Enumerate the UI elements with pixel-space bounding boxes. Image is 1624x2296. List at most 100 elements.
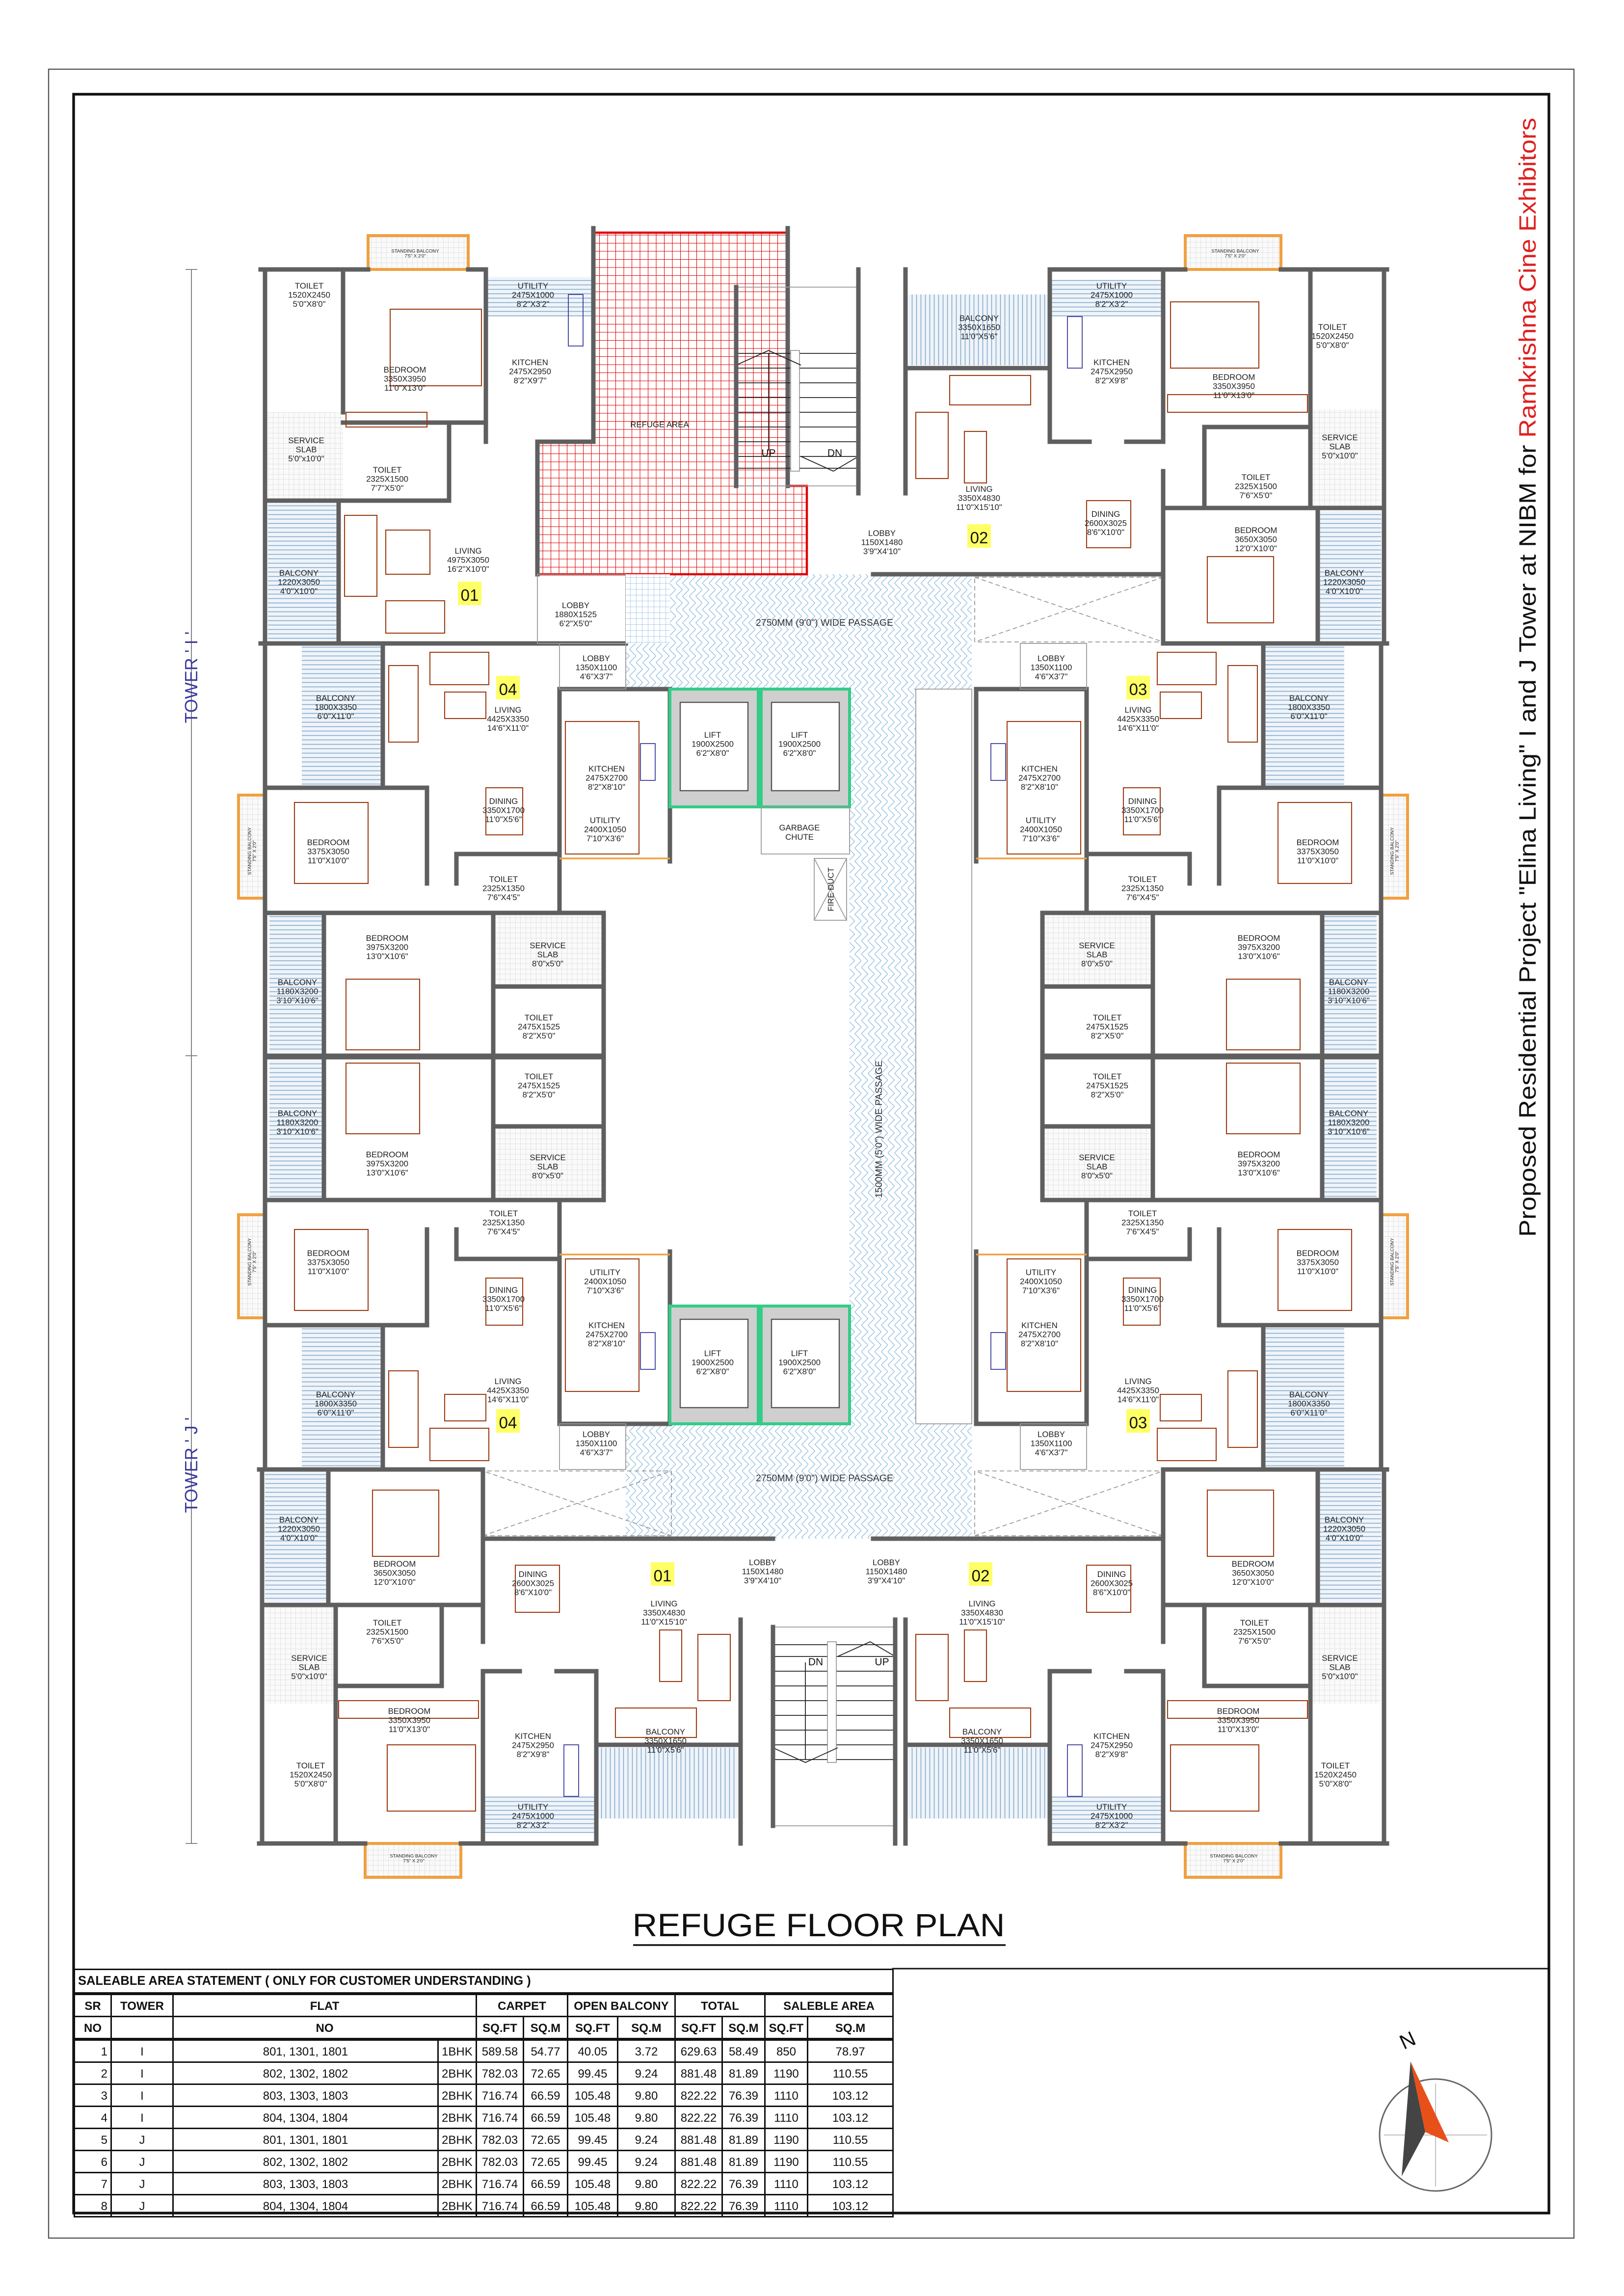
- cell-open-balcony-sqm: 9.80: [617, 2172, 676, 2195]
- room-label-standing-balcony: STANDING BALCONY7'5" X 2'0": [1389, 1238, 1400, 1286]
- cell-flat-type: 2BHK: [437, 2083, 477, 2107]
- cell-open-balcony-sqft: 99.45: [567, 2150, 618, 2173]
- cell-tower: J: [110, 2172, 174, 2195]
- cell-flat-no: 802, 1302, 1802: [172, 2150, 439, 2173]
- header-sqm: SQ.M: [523, 2016, 568, 2041]
- cell-sr-no: 1: [74, 2038, 112, 2063]
- saleable-area-table: SALEABLE AREA STATEMENT ( ONLY FOR CUSTO…: [73, 1969, 894, 2217]
- flat-tag: 01: [458, 581, 482, 605]
- cell-sr-no: 3: [74, 2083, 112, 2107]
- cell-saleable-sqm: 103.12: [806, 2194, 894, 2217]
- room-label-fire-duct: FIRE DUCT: [826, 867, 836, 911]
- cell-open-balcony-sqm: 9.24: [617, 2061, 676, 2085]
- header-sqm: SQ.M: [721, 2016, 766, 2041]
- flat-tag: 02: [967, 524, 991, 548]
- room-label-standing-balcony: STANDING BALCONY7'5" X 2'0": [1389, 827, 1400, 875]
- header-carpet: CARPET: [476, 1993, 568, 2017]
- cell-saleable-sqm: 110.55: [806, 2061, 894, 2085]
- staircase-lower: [773, 1620, 895, 1843]
- project-title: Proposed Residential Project "Elina Livi…: [1515, 118, 1541, 1237]
- cell-sr-no: 6: [74, 2150, 112, 2173]
- passage-label-vertical: 1500MM (5'0") WIDE PASSAGE: [874, 1061, 884, 1198]
- cell-total-sqft: 822.22: [674, 2194, 723, 2217]
- cell-saleable-sqm: 103.12: [806, 2106, 894, 2129]
- cell-tower: J: [110, 2128, 174, 2151]
- header-saleable: SALEBLE AREA: [764, 1993, 894, 2017]
- flat-tag: 01: [651, 1562, 675, 1586]
- cell-flat-no: 801, 1301, 1801: [172, 2128, 439, 2151]
- cell-total-sqm: 76.39: [721, 2083, 766, 2107]
- cell-flat-no: 801, 1301, 1801: [172, 2038, 439, 2063]
- cell-carpet-sqm: 66.59: [523, 2194, 568, 2217]
- project-title-main: Proposed Residential Project "Elina Livi…: [1515, 438, 1541, 1237]
- cell-tower: I: [110, 2061, 174, 2085]
- cell-total-sqft: 881.48: [674, 2128, 723, 2151]
- cell-sr-no: 2: [74, 2061, 112, 2085]
- cell-flat-type: 2BHK: [437, 2150, 477, 2173]
- cell-carpet-sqm: 72.65: [523, 2150, 568, 2173]
- cell-total-sqft: 822.22: [674, 2106, 723, 2129]
- cell-saleable-sqm: 103.12: [806, 2172, 894, 2195]
- tower-i-label: TOWER ' I ': [181, 631, 201, 723]
- cell-open-balcony-sqft: 105.48: [567, 2194, 618, 2217]
- cell-total-sqm: 76.39: [721, 2194, 766, 2217]
- flat-tag-label: 01: [461, 586, 479, 604]
- cell-carpet-sqm: 72.65: [523, 2128, 568, 2151]
- cell-total-sqm: 81.89: [721, 2128, 766, 2151]
- cell-saleable-sqm: 110.55: [806, 2128, 894, 2151]
- cell-saleable-sqft: 1190: [764, 2150, 808, 2173]
- north-arrow: N: [1379, 2027, 1492, 2192]
- fire-duct: [814, 858, 847, 921]
- cell-saleable-sqft: 1190: [764, 2128, 808, 2151]
- cell-saleable-sqft: 1110: [764, 2106, 808, 2129]
- cell-carpet-sqm: 66.59: [523, 2172, 568, 2195]
- flat-01-tower-i: [258, 226, 808, 646]
- cell-saleable-sqft: 1190: [764, 2061, 808, 2085]
- cell-open-balcony-sqm: 9.80: [617, 2194, 676, 2217]
